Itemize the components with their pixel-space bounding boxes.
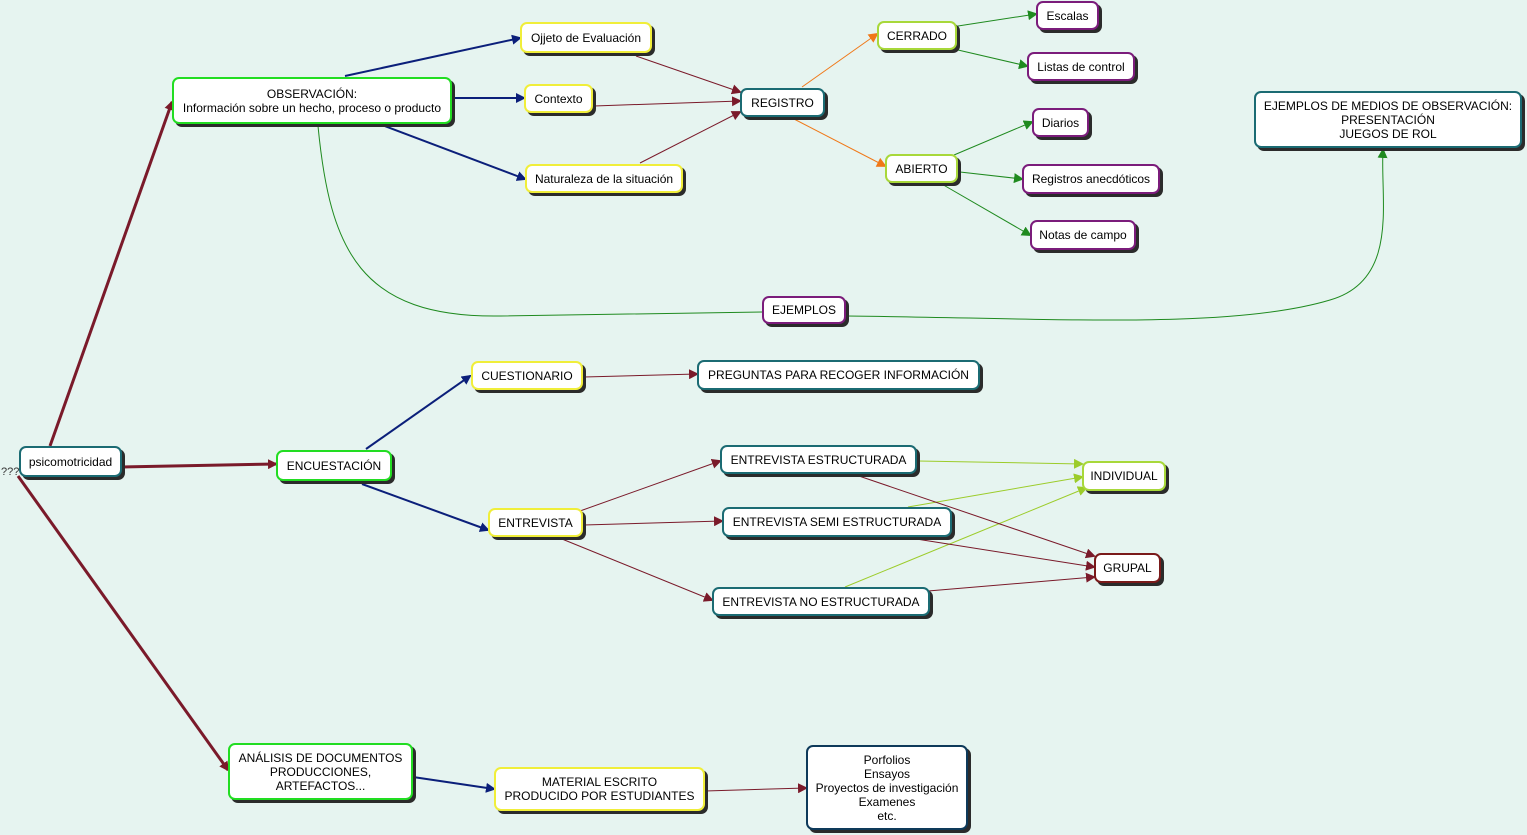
link-ejemplos-medios	[846, 148, 1388, 321]
node-cuestionario[interactable]: CUESTIONARIO	[471, 361, 583, 390]
link-label-ejemplos[interactable]: EJEMPLOS	[762, 296, 846, 324]
node-observacion-line1: OBSERVACIÓN:	[266, 86, 358, 101]
node-naturaleza-label: Naturaleza de la situación	[534, 171, 674, 186]
node-ent-estructurada-label: ENTREVISTA ESTRUCTURADA	[730, 452, 907, 467]
node-porfolios-line4: Examenes	[858, 794, 916, 809]
link-abierto-diarios	[953, 120, 1034, 156]
node-analisis-line1: ANÁLISIS DE DOCUMENTOS	[238, 750, 403, 765]
link-abierto-notas	[939, 182, 1032, 237]
node-notas[interactable]: Notas de campo	[1030, 220, 1136, 250]
stray-label: ???	[1, 466, 20, 478]
link-ent-semi	[583, 516, 724, 527]
node-registros-anecdoticos[interactable]: Registros anecdóticos	[1022, 164, 1160, 194]
node-grupal-label: GRUPAL	[1103, 561, 1152, 575]
node-abierto[interactable]: ABIERTO	[885, 154, 958, 183]
link-naturaleza-registro	[639, 111, 742, 164]
node-diarios[interactable]: Diarios	[1032, 108, 1089, 137]
node-listas[interactable]: Listas de control	[1027, 52, 1135, 81]
node-grupal[interactable]: GRUPAL	[1094, 553, 1161, 583]
node-escalas-label: Escalas	[1046, 8, 1089, 23]
node-root-label: psicomotricidad	[28, 454, 113, 469]
node-ejemplos-medios[interactable]: EJEMPLOS DE MEDIOS DE OBSERVACIÓN: PRESE…	[1254, 91, 1522, 148]
node-porfolios-line1: Porfolios	[863, 752, 911, 767]
link-registro-abierto	[793, 118, 887, 167]
node-ent-no-label: ENTREVISTA NO ESTRUCTURADA	[722, 594, 920, 609]
node-registros-anecdoticos-label: Registros anecdóticos	[1031, 172, 1151, 186]
node-ent-semi-label: ENTREVISTA SEMI ESTRUCTURADA	[732, 515, 942, 529]
node-objeto[interactable]: Ojjeto de Evaluación	[520, 22, 652, 53]
link-no-individual	[844, 486, 1088, 588]
node-abierto-label: ABIERTO	[895, 161, 948, 176]
link-enc-entrevista	[361, 483, 490, 532]
node-ejemplos-medios-line1: EJEMPLOS DE MEDIOS DE OBSERVACIÓN:	[1263, 98, 1513, 113]
node-ent-no[interactable]: ENTREVISTA NO ESTRUCTURADA	[712, 587, 930, 616]
node-preguntas[interactable]: PREGUNTAS PARA RECOGER INFORMACIÓN	[697, 360, 980, 390]
node-diarios-label: Diarios	[1041, 115, 1080, 130]
node-ent-estructurada[interactable]: ENTREVISTA ESTRUCTURADA	[720, 445, 917, 474]
node-analisis-line2: PRODUCCIONES,	[269, 764, 372, 779]
link-contexto-registro	[593, 96, 742, 107]
link-semi-individual	[907, 473, 1084, 508]
node-individual[interactable]: INDIVIDUAL	[1082, 461, 1166, 491]
link-semi-grupal	[909, 537, 1096, 571]
node-listas-label: Listas de control	[1037, 59, 1125, 74]
node-objeto-label: Ojjeto de Evaluación	[530, 30, 642, 45]
link-estr-grupal	[855, 474, 1096, 559]
node-porfolios-line3: Proyectos de investigación	[815, 780, 959, 795]
node-entrevista[interactable]: ENTREVISTA	[488, 508, 583, 537]
link-analisis-material	[412, 776, 496, 793]
link-ent-no	[561, 538, 714, 602]
link-root-analisis	[16, 475, 230, 772]
node-material-line2: PRODUCIDO POR ESTUDIANTES	[504, 789, 695, 803]
node-cerrado[interactable]: CERRADO	[877, 21, 957, 50]
node-preguntas-label: PREGUNTAS PARA RECOGER INFORMACIÓN	[708, 368, 969, 382]
node-notas-label: Notas de campo	[1039, 228, 1127, 242]
link-cuest-preguntas	[583, 369, 699, 380]
node-material-line1: MATERIAL ESCRITO	[541, 775, 658, 789]
link-label-ejemplos-text: EJEMPLOS	[771, 303, 837, 317]
link-cerrado-escalas	[957, 10, 1038, 27]
node-analisis-line3: ARTEFACTOS...	[275, 778, 366, 793]
node-escalas[interactable]: Escalas	[1036, 1, 1099, 30]
node-porfolios-line5: etc.	[877, 808, 897, 823]
link-obs-ejemplos	[317, 125, 763, 317]
node-porfolios-line2: Ensayos	[863, 766, 911, 781]
link-registro-cerrado	[801, 32, 879, 88]
node-individual-label: INDIVIDUAL	[1090, 469, 1158, 483]
link-material-porfolios	[704, 783, 808, 794]
link-enc-cuestionario	[365, 374, 472, 450]
node-cuestionario-label: CUESTIONARIO	[481, 368, 573, 383]
node-analisis[interactable]: ANÁLISIS DE DOCUMENTOS PRODUCCIONES, ART…	[228, 743, 413, 800]
link-root-encuestacion	[121, 459, 278, 470]
node-encuestacion[interactable]: ENCUESTACIÓN	[276, 450, 392, 481]
link-obs-naturaleza	[381, 124, 527, 181]
node-ejemplos-medios-line2: PRESENTACIÓN	[1341, 112, 1435, 127]
node-observacion[interactable]: OBSERVACIÓN: Información sobre un hecho,…	[172, 77, 452, 124]
link-abierto-registros	[959, 171, 1024, 184]
link-estr-individual	[917, 458, 1084, 469]
node-ent-semi[interactable]: ENTREVISTA SEMI ESTRUCTURADA	[722, 507, 952, 537]
link-objeto-registro	[635, 55, 742, 95]
node-observacion-line2: Información sobre un hecho, proceso o pr…	[182, 100, 442, 115]
node-porfolios[interactable]: Porfolios Ensayos Proyectos de investiga…	[806, 745, 968, 830]
node-naturaleza[interactable]: Naturaleza de la situación	[525, 164, 683, 193]
node-ejemplos-medios-line3: JUEGOS DE ROL	[1339, 126, 1437, 141]
link-no-grupal	[927, 572, 1096, 592]
node-contexto[interactable]: Contexto	[524, 84, 593, 113]
node-entrevista-label: ENTREVISTA	[498, 515, 573, 530]
link-obs-objeto	[344, 34, 522, 77]
node-cerrado-label: CERRADO	[886, 28, 947, 43]
node-encuestacion-label: ENCUESTACIÓN	[286, 458, 382, 473]
node-registro-label: REGISTRO	[751, 95, 814, 110]
node-material[interactable]: MATERIAL ESCRITO PRODUCIDO POR ESTUDIANT…	[494, 767, 705, 811]
node-contexto-label: Contexto	[534, 91, 583, 106]
node-root[interactable]: psicomotricidad	[19, 446, 122, 477]
node-registro[interactable]: REGISTRO	[740, 88, 825, 117]
link-root-observacion	[48, 100, 175, 447]
link-cerrado-listas	[957, 49, 1029, 70]
link-ent-estructurada	[579, 458, 722, 512]
